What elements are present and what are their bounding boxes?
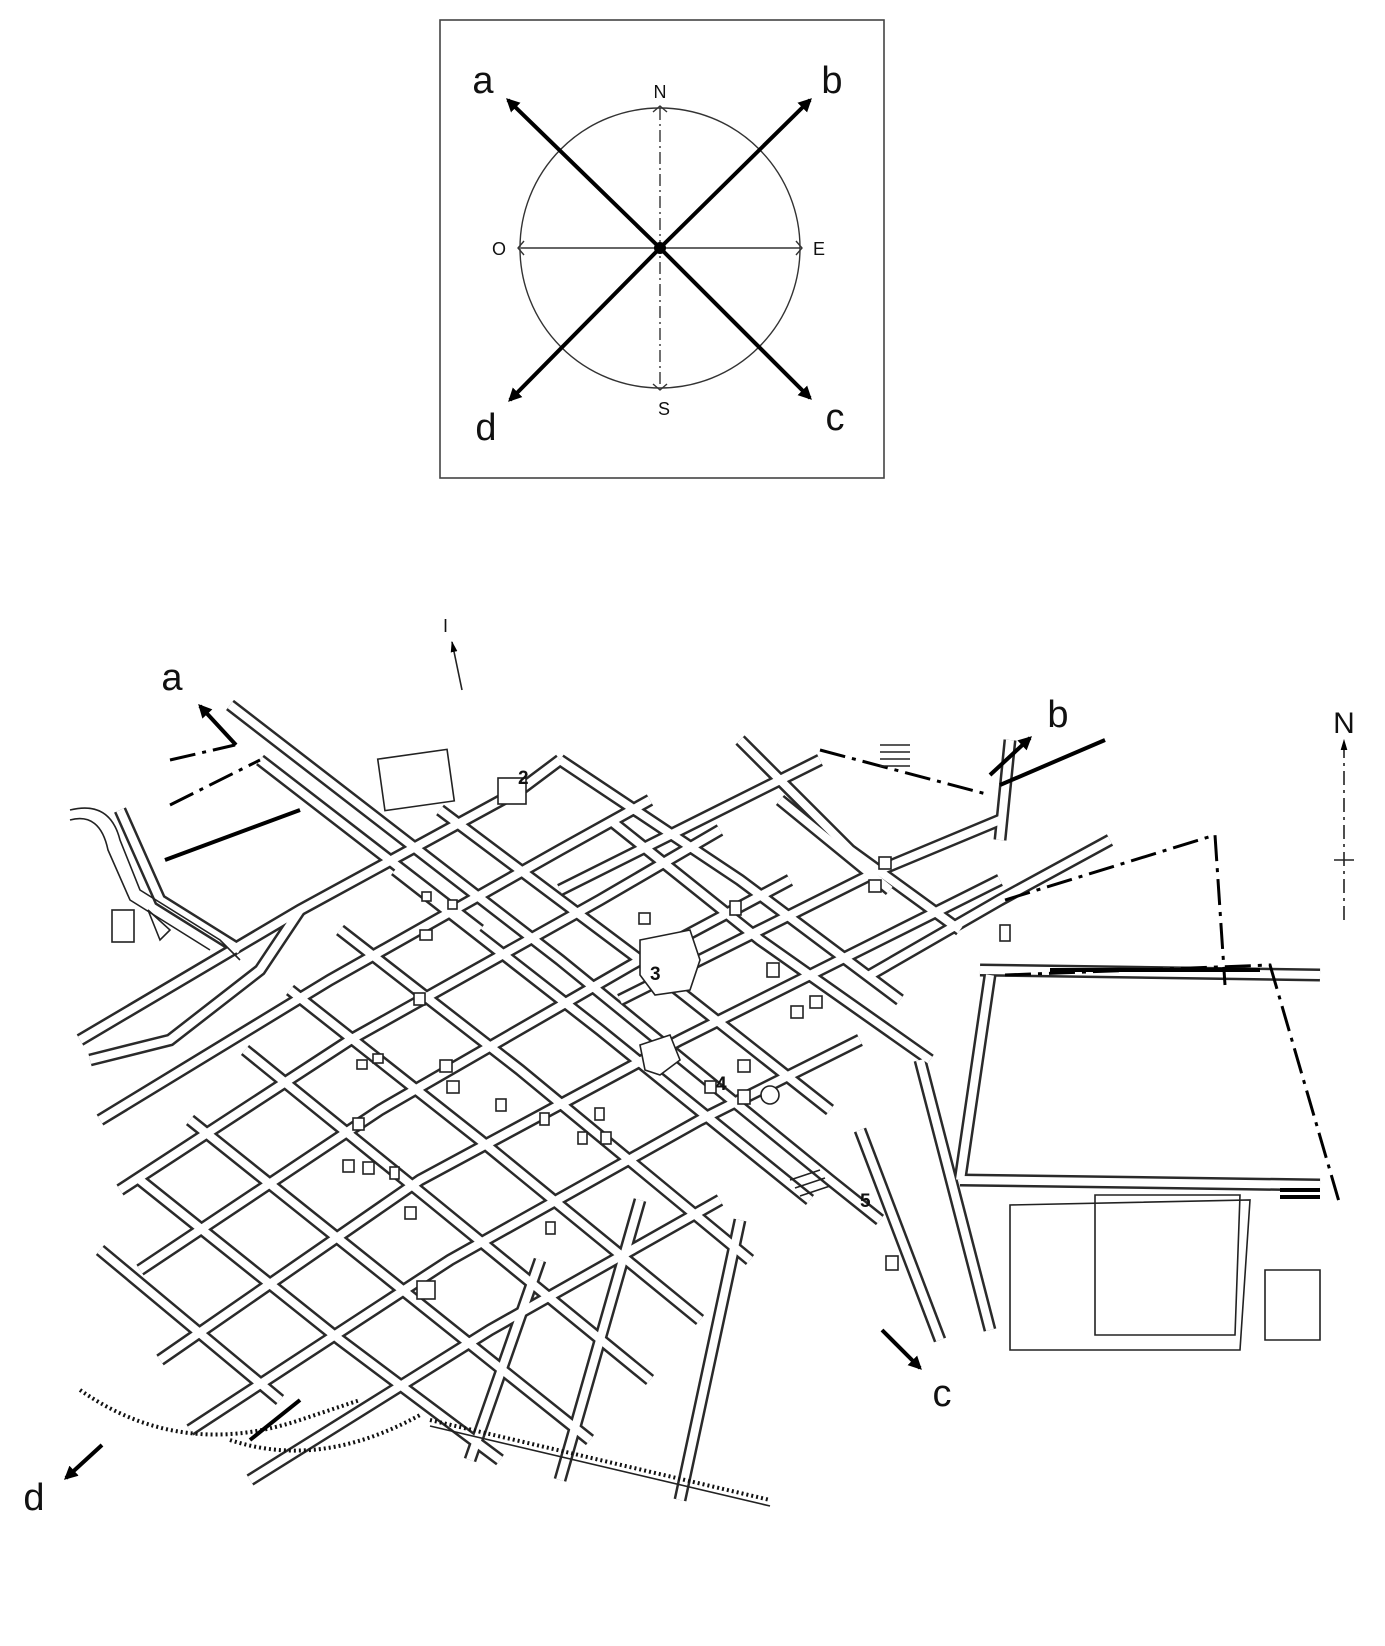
map-label-b: b [1047, 694, 1068, 736]
map-arrow-a [198, 704, 238, 747]
axis-ticks [517, 105, 803, 391]
compass-label-d: d [475, 407, 496, 449]
compass-arrow-a [506, 98, 662, 250]
map-label-c: c [933, 1373, 952, 1415]
map-arrow-b [988, 736, 1032, 777]
compass-rose-card: N O E S a b c d [439, 19, 885, 479]
compass-north-label: N [654, 82, 667, 102]
map-annotations: a b c d I N 2 3 4 5 [23, 616, 1354, 1519]
compass-center [654, 242, 666, 254]
compass-label-a: a [472, 60, 494, 102]
compass-arrow-b [658, 98, 812, 250]
compass-arrow-d [508, 246, 662, 402]
site-number-2: 2 [518, 768, 529, 789]
site-number-3: 3 [650, 964, 661, 985]
compass-label-b: b [821, 60, 842, 102]
eastern-enclosures [819, 738, 1342, 1351]
compass-label-c: c [826, 397, 845, 439]
western-road [69, 743, 301, 961]
site-number-5: 5 [860, 1191, 871, 1212]
orientation-marker-label: I [443, 616, 448, 636]
orientation-arrow [450, 640, 463, 691]
compass-west-label: O [492, 239, 506, 259]
map-arrow-d [63, 1443, 104, 1480]
north-label: N [1333, 707, 1355, 740]
compass-south-label: S [658, 399, 670, 419]
town-plan [69, 699, 1342, 1507]
compass-east-label: E [813, 239, 825, 259]
map-label-a: a [161, 657, 183, 699]
buildings [342, 748, 1011, 1300]
site-number-4: 4 [716, 1074, 727, 1095]
compass-arrow-c [658, 246, 812, 400]
map-label-d: d [23, 1477, 44, 1519]
railway-lines [78, 1388, 771, 1507]
hatched-marks [789, 744, 1320, 1199]
map-arrow-c [880, 1328, 922, 1370]
street-network [76, 699, 1321, 1502]
